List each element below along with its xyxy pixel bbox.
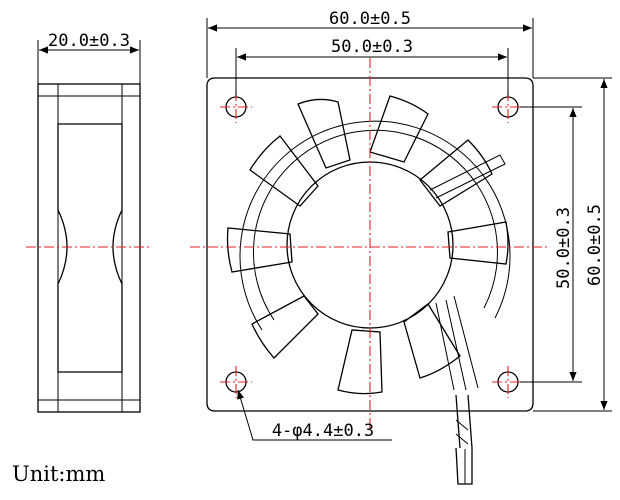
depth-dimension-label: 20.0±0.3 bbox=[48, 31, 130, 51]
side-view-outline bbox=[37, 83, 141, 413]
fan-blade bbox=[403, 303, 461, 379]
mounting-holes bbox=[220, 91, 524, 398]
fan-blade bbox=[337, 329, 383, 395]
support-strut bbox=[429, 154, 506, 199]
lead-wires bbox=[455, 394, 473, 485]
wire-channel bbox=[435, 295, 479, 391]
dimension-annotations: 60.0±0.5 50.0±0.3 50.0±0.3 60.0±0.5 4-φ4… bbox=[206, 9, 612, 441]
fan-blade bbox=[297, 98, 351, 169]
fan-blade bbox=[369, 95, 429, 163]
venturi-ring bbox=[239, 120, 511, 331]
fan-blade bbox=[447, 221, 509, 265]
frame-outline bbox=[206, 77, 534, 412]
fan-blade bbox=[249, 135, 319, 207]
fan-blades bbox=[226, 95, 509, 395]
fan-blade bbox=[251, 295, 319, 359]
side-view-body bbox=[57, 123, 123, 373]
front-view bbox=[190, 58, 548, 485]
hole-dimension-label: 4-φ4.4±0.3 bbox=[272, 421, 374, 441]
pitch-h-dimension-label: 50.0±0.3 bbox=[331, 37, 413, 57]
side-view: 20.0±0.3 bbox=[26, 31, 152, 413]
unit-label: Unit:mm bbox=[12, 462, 105, 486]
fan-blade bbox=[419, 139, 493, 207]
hole-leader-line bbox=[237, 389, 392, 441]
wire-end bbox=[455, 447, 473, 485]
width-dimension-label: 60.0±0.5 bbox=[329, 9, 411, 29]
height-dimension-label: 60.0±0.5 bbox=[585, 204, 605, 286]
fan-blade bbox=[226, 227, 293, 273]
pitch-v-dimension-label: 50.0±0.3 bbox=[554, 207, 574, 289]
